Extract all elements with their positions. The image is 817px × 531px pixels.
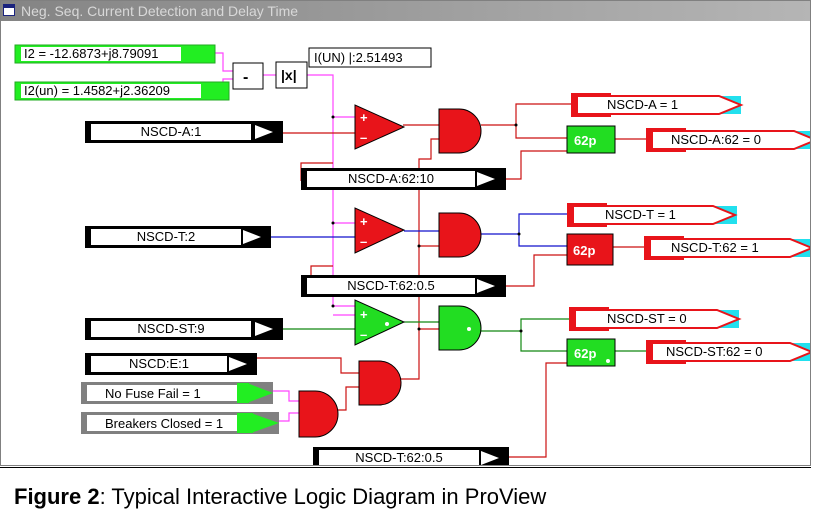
comparator-a-plus: +: [360, 110, 368, 125]
nscd-a-62-output-label: NSCD-A:62 = 0: [671, 132, 761, 147]
timer-t-label: 62p: [573, 243, 595, 258]
timer-a-label: 62p: [574, 133, 596, 148]
subtract-symbol: -: [243, 69, 248, 86]
and-gate-status[interactable]: [298, 390, 339, 438]
nscd-st-setting-label: NSCD-ST:9: [137, 321, 204, 336]
comparator-a[interactable]: + –: [354, 104, 406, 150]
nscd-t-output[interactable]: NSCD-T = 1: [567, 203, 738, 227]
abs-readout: I(UN) |:2.51493: [308, 47, 432, 68]
breakers-closed-label: Breakers Closed = 1: [105, 416, 223, 431]
timer-st[interactable]: 62p: [566, 338, 616, 367]
nscd-t-setting-label: NSCD-T:2: [137, 229, 196, 244]
timer-t[interactable]: 62p: [566, 233, 614, 266]
nscd-t-62-output-label: NSCD-T:62 = 1: [671, 240, 759, 255]
nscd-t-delay-setting-bottom[interactable]: NSCD-T:62:0.5: [313, 447, 509, 466]
figure-caption-text: : Typical Interactive Logic Diagram in P…: [99, 484, 547, 509]
nscd-t-delay-bottom-label: NSCD-T:62:0.5: [355, 450, 442, 465]
and-gate-t[interactable]: [438, 212, 482, 258]
window-menu-icon[interactable]: [3, 4, 15, 16]
i2un-input-box[interactable]: I2(un) = 1.4582+j2.36209: [14, 81, 230, 101]
and-gate-enable[interactable]: [358, 360, 402, 406]
i2-value: I2 = -12.6873+j8.79091: [24, 46, 158, 61]
comparator-t-plus: +: [360, 214, 368, 229]
abs-readout-value: I(UN) |:2.51493: [314, 50, 403, 65]
comparator-t[interactable]: + –: [354, 207, 406, 254]
junction-dots: [331, 115, 523, 333]
title-bar[interactable]: Neg. Seq. Current Detection and Delay Ti…: [1, 1, 810, 21]
i2un-value: I2(un) = 1.4582+j2.36209: [24, 83, 170, 98]
nscd-a-62-output[interactable]: NSCD-A:62 = 0: [646, 128, 811, 152]
i2-input-box[interactable]: I2 = -12.6873+j8.79091: [14, 44, 216, 64]
nscd-t-setting[interactable]: NSCD-T:2: [85, 226, 271, 248]
and-gate-st[interactable]: [438, 305, 482, 351]
no-fuse-fail-label: No Fuse Fail = 1: [105, 386, 201, 401]
window-title: Neg. Seq. Current Detection and Delay Ti…: [21, 3, 299, 19]
nscd-t-62-output[interactable]: NSCD-T:62 = 1: [644, 236, 811, 260]
nscd-st-62-output-label: NSCD-ST:62 = 0: [666, 344, 762, 359]
wires: [215, 52, 646, 458]
subtract-block[interactable]: -: [232, 62, 264, 90]
nscd-t-delay-label: NSCD-T:62:0.5: [347, 278, 434, 293]
nscd-st-output[interactable]: NSCD-ST = 0: [569, 307, 742, 331]
figure-label: Figure 2: [14, 484, 100, 509]
logic-diagram: I2 = -12.6873+j8.79091 I2(un) = 1.4582+j…: [14, 44, 811, 466]
breakers-closed-input[interactable]: Breakers Closed = 1: [81, 412, 279, 434]
comparator-st-plus: +: [360, 307, 368, 322]
nscd-a-setting-label: NSCD-A:1: [141, 124, 202, 139]
logic-diagram-window: Neg. Seq. Current Detection and Delay Ti…: [0, 0, 811, 466]
nscd-t-output-label: NSCD-T = 1: [605, 207, 676, 222]
nscd-a-output-label: NSCD-A = 1: [607, 97, 678, 112]
abs-block[interactable]: |x|: [275, 61, 308, 89]
figure-caption: Figure 2: Typical Interactive Logic Diag…: [14, 484, 546, 510]
nscd-st-setting[interactable]: NSCD-ST:9: [85, 318, 283, 340]
comparator-t-minus: –: [360, 234, 367, 249]
nscd-st-output-label: NSCD-ST = 0: [607, 311, 687, 326]
comparator-a-minus: –: [360, 130, 367, 145]
nscd-a-output[interactable]: NSCD-A = 1: [571, 93, 744, 117]
and-gate-a[interactable]: [438, 108, 482, 154]
nscd-e-setting[interactable]: NSCD:E:1: [85, 353, 257, 375]
timer-st-label: 62p: [574, 346, 596, 361]
nscd-e-setting-label: NSCD:E:1: [129, 356, 189, 371]
timer-a[interactable]: 62p: [566, 125, 616, 154]
no-fuse-fail-input[interactable]: No Fuse Fail = 1: [81, 382, 273, 404]
abs-symbol: |x|: [281, 67, 297, 83]
nscd-a-delay-setting[interactable]: NSCD-A:62:10: [301, 168, 506, 190]
comparator-st-minus: –: [360, 327, 367, 342]
nscd-st-62-output[interactable]: NSCD-ST:62 = 0: [646, 340, 811, 364]
caption-separator: [0, 467, 811, 468]
comparator-st[interactable]: + –: [354, 299, 406, 346]
nscd-a-delay-label: NSCD-A:62:10: [348, 171, 434, 186]
nscd-a-setting[interactable]: NSCD-A:1: [85, 121, 283, 143]
nscd-t-delay-setting[interactable]: NSCD-T:62:0.5: [301, 275, 506, 297]
